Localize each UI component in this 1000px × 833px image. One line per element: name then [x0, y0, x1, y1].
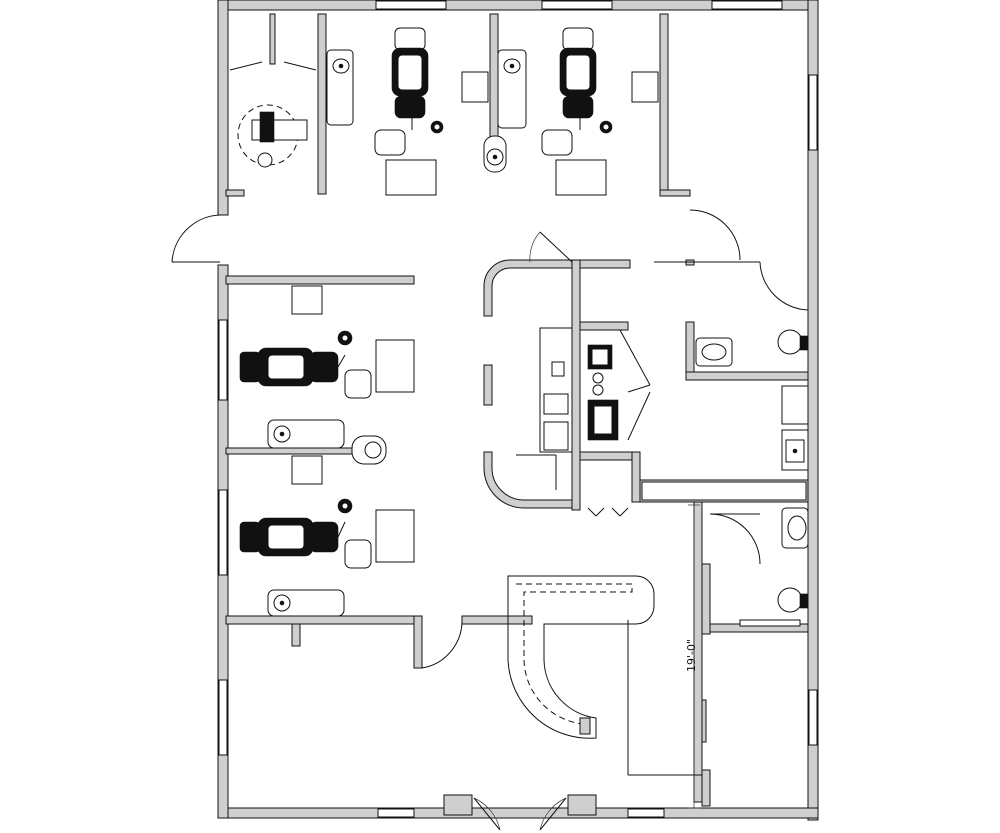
west-walls — [225, 275, 533, 669]
dimension-line — [688, 504, 700, 809]
central-lab-walls — [483, 231, 641, 511]
east-restrooms — [639, 259, 809, 803]
private-bath — [237, 49, 354, 168]
dental-chair-top-2 — [541, 27, 659, 196]
top-interior-walls — [225, 13, 691, 197]
handwash-sink — [483, 135, 507, 173]
exterior-door-west — [171, 214, 221, 263]
sterilizer-equipment — [587, 329, 651, 517]
entry-doors — [443, 794, 597, 831]
windows — [218, 0, 818, 818]
dimension-label: 19'-0" — [685, 639, 698, 672]
reception-desk — [507, 575, 711, 807]
dental-chair-west-1 — [239, 285, 415, 465]
door-northeast — [689, 209, 741, 261]
dental-chair-top-1 — [374, 27, 527, 196]
dental-chair-west-2 — [239, 455, 415, 617]
